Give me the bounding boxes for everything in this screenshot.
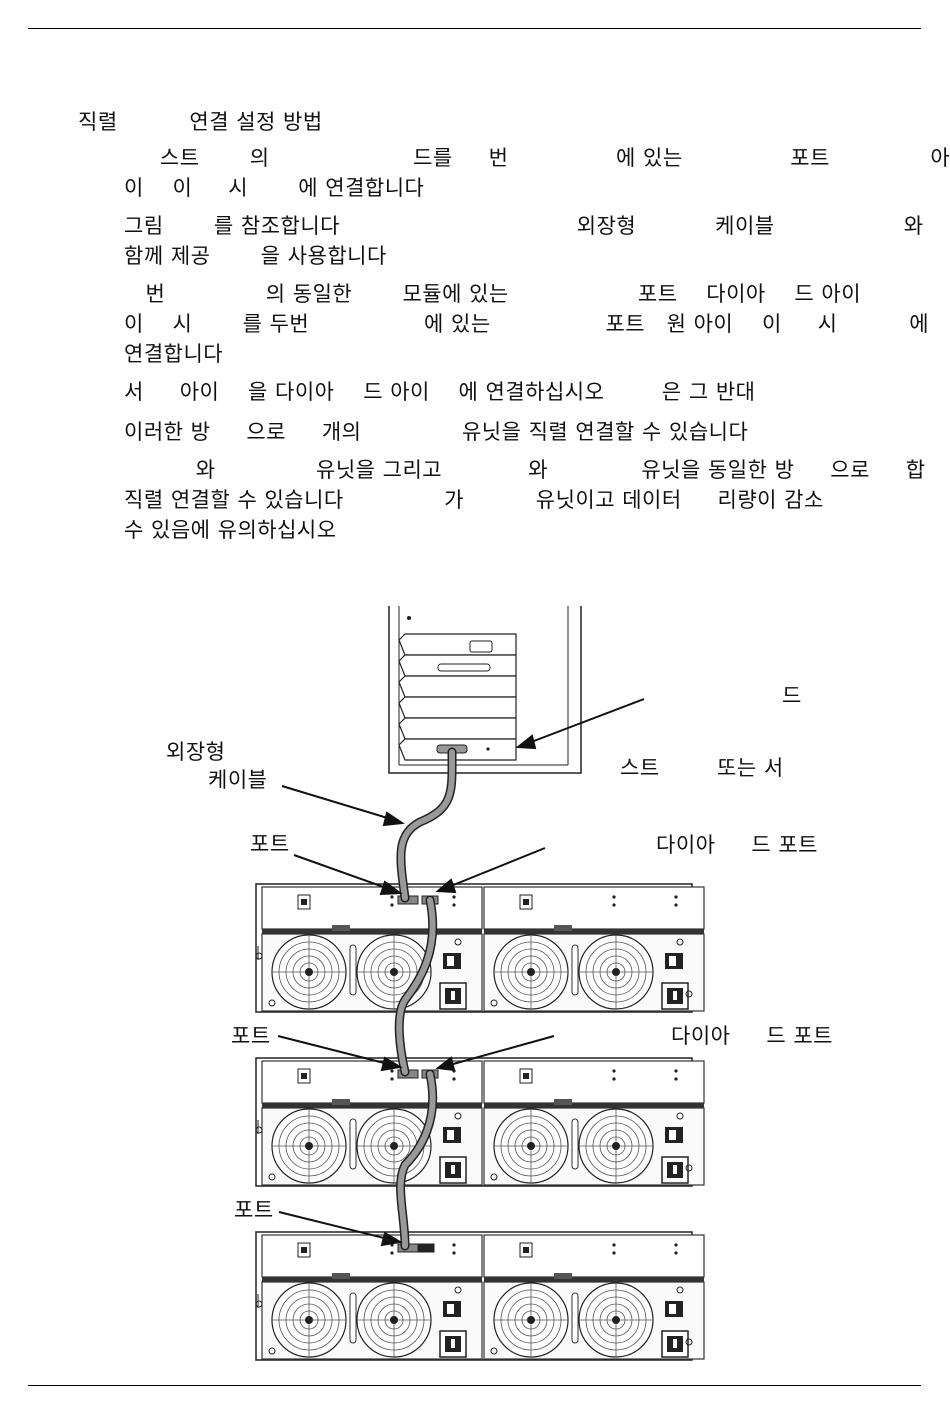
- step6-line2: 직렬 연결할 수 있습니다 가 유닛이고 데이터 리량이 감소: [124, 488, 824, 512]
- step6-line1: 와 유닛을 그리고 와 유닛을 동일한 방 으로 합: [124, 458, 926, 482]
- step2-line1: 그림 를 참조합니다 외장형 케이블 와: [124, 214, 924, 238]
- step5-line1: 이러한 방 으로 개의 유닛을 직렬 연결할 수 있습니다: [124, 420, 749, 444]
- label-host-adapter: 드: [782, 684, 802, 708]
- scsi-cable: [394, 747, 457, 1251]
- header-rule: [28, 28, 921, 29]
- step1-line2: 이 이 시 에 연결합니다: [124, 176, 425, 200]
- host-computer: [388, 606, 582, 774]
- label-port-3: 포트: [234, 1198, 274, 1222]
- step3-line1: 번 의 동일한 모듈에 있는 포트 다이아 드 아이: [124, 282, 862, 306]
- step6-line3: 수 있음에 유의하십시오: [124, 518, 337, 542]
- step2-line2: 함께 제공 을 사용합니다: [124, 244, 387, 268]
- label-port-1: 포트: [250, 832, 290, 856]
- label-external-cable-1: 외장형: [166, 740, 226, 764]
- step3-line2: 이 시 를 두번 에 있는 포트 원 아이 이 시 에: [124, 312, 930, 336]
- label-diamond-port-2: 다이아 드 포트: [671, 1024, 833, 1048]
- label-diamond-port-1: 다이아 드 포트: [656, 833, 818, 857]
- step3-line3: 연결합니다: [124, 342, 224, 366]
- storage-enclosure-2: [256, 1058, 704, 1186]
- storage-enclosure-1: [256, 884, 704, 1012]
- step4-line1: 서 아이 을 다이아 드 아이 에 연결하십시오 은 그 반대: [124, 380, 756, 404]
- label-port-2: 포트: [231, 1024, 271, 1048]
- footer-rule: [28, 1385, 921, 1386]
- step1-line1: 스트 의 드를 번 에 있는 포트 아: [124, 146, 950, 170]
- label-host-or-server: 스트 또는 서: [620, 756, 784, 780]
- section-heading: 직렬 연결 설정 방법: [78, 110, 323, 134]
- storage-enclosure-3: [256, 1232, 704, 1360]
- label-external-cable-2: 케이블: [208, 768, 268, 792]
